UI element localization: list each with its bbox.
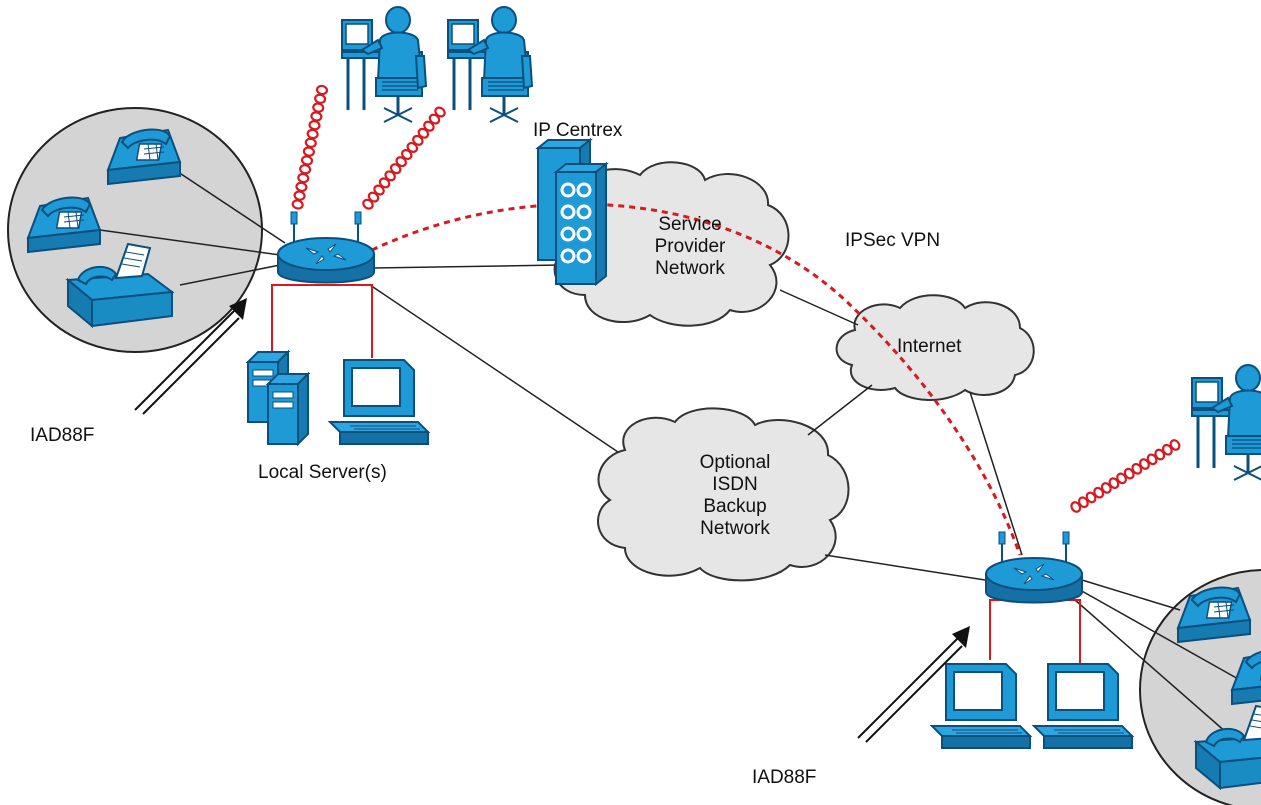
iad-right-label: IAD88F [752,767,817,788]
link-isdn-router-right [824,554,986,581]
pc-icon [329,359,429,445]
ipsec-vpn-label: IPSec VPN [845,230,941,251]
link-router-right-fax [1074,599,1236,741]
lan-link-left [271,284,373,358]
service-provider-line2: Provider [654,236,726,257]
internet-cloud [835,294,1035,401]
wireless-link-icon [360,104,448,212]
service-provider-line3: Network [655,258,725,279]
service-provider-network-label: Service Provider Network [640,214,740,280]
wireless-link-icon [290,83,329,211]
pc-icon [1033,663,1133,749]
isdn-backup-network-label: Optional ISDN Backup Network [675,452,795,540]
lan-link-right [989,599,1081,665]
link-fax-router-left [179,264,281,286]
wireless-link-icon [1068,437,1183,515]
link-router-left-isdn [369,284,619,453]
ip-centrex-label: IP Centrex [533,120,623,141]
workstation-icon [340,5,428,124]
internet-label: Internet [897,336,962,357]
centrex-server-icon [535,137,609,287]
iad-left-label: IAD88F [30,425,95,446]
link-internet-router-right [969,391,1023,556]
link-internet-isdn [807,384,873,436]
router-icon [277,211,375,284]
link-router-left-service-provider [371,264,561,269]
service-provider-line1: Service [658,214,722,235]
isdn-line2: ISDN [712,474,758,495]
local-servers-label: Local Server(s) [258,462,387,483]
router-icon [985,531,1083,604]
ipsec-vpn-tunnel [371,202,1022,556]
server-icon [267,373,309,445]
isdn-line3: Backup [703,496,767,517]
link-router-right-phone1 [1081,579,1181,611]
workstation-icon [1190,363,1261,482]
link-phone2-router-left [99,229,281,256]
link-router-right-phone2 [1079,589,1241,681]
workstation-icon [446,5,534,124]
link-service-provider-internet [779,289,859,326]
isdn-line1: Optional [699,452,771,473]
isdn-line4: Network [700,518,770,539]
pc-icon [931,663,1031,749]
